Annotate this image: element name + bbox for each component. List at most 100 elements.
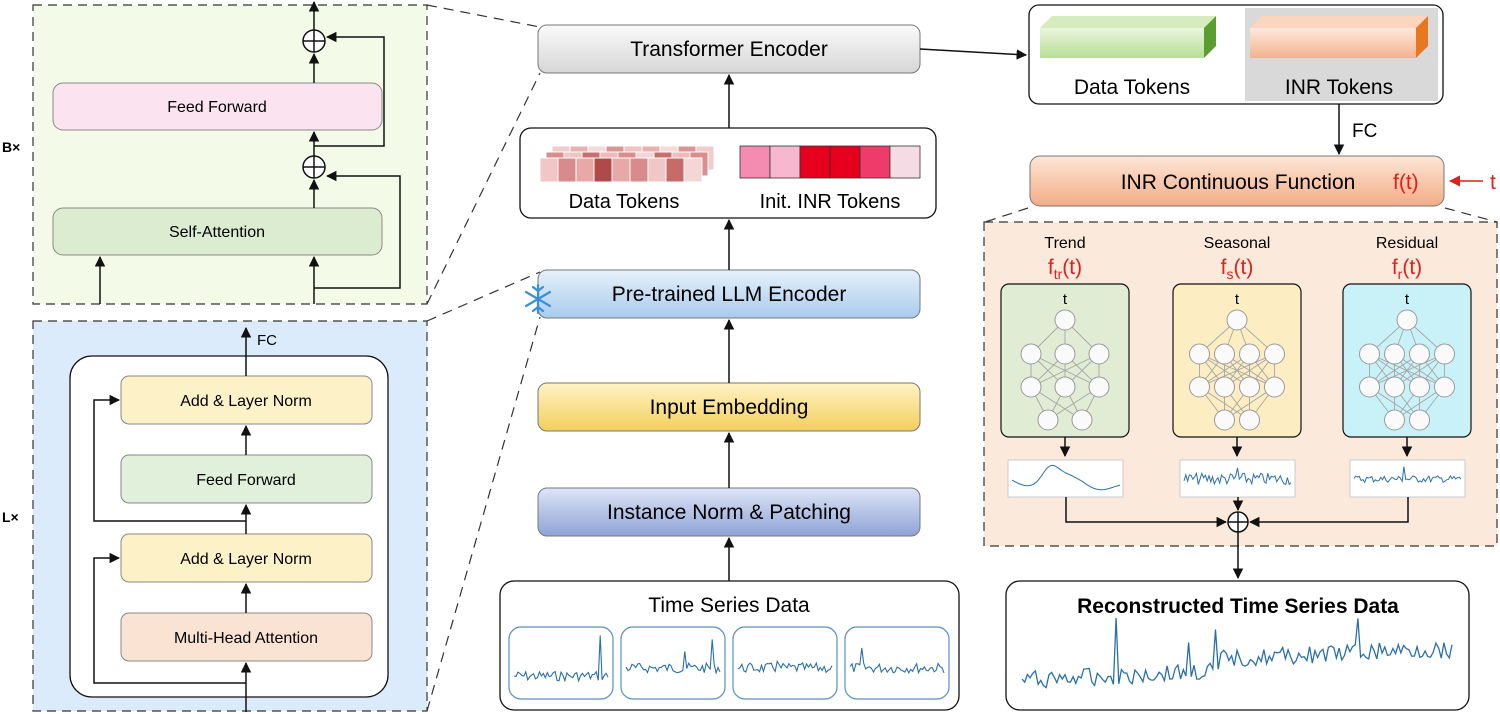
branch-function: ftr(t)	[1048, 256, 1082, 282]
init-inr-token-row	[739, 145, 921, 179]
reconstructed-series-line	[1021, 617, 1453, 689]
init-inr-tokens-label: Init. INR Tokens	[760, 191, 901, 213]
mlp-node	[1054, 309, 1076, 331]
mlp-node	[1264, 343, 1285, 365]
top-feed-forward-block	[52, 82, 383, 131]
mlp-input-t: t	[1405, 291, 1410, 308]
l-repeat-label: L×	[2, 509, 19, 525]
mlp-node	[1020, 376, 1042, 398]
instance-norm-label: Instance Norm & Patching	[607, 501, 851, 524]
mlp-node	[1020, 343, 1042, 365]
middle-data-tokens-label: Data Tokens	[569, 191, 680, 213]
mlp-node	[1396, 309, 1418, 331]
branch-title: Residual	[1376, 235, 1438, 252]
llm-layer-container	[69, 355, 389, 698]
mlp-edge	[1199, 353, 1275, 388]
mlp-node	[1214, 376, 1235, 398]
right-data-tokens-label: Data Tokens	[1074, 76, 1190, 99]
mlp-node	[1214, 409, 1235, 431]
branch-title: Seasonal	[1204, 235, 1271, 252]
component-plot	[1349, 459, 1466, 498]
top-panel-arrows	[94, 0, 401, 304]
self-attention-block	[52, 207, 383, 256]
mlp-node	[1189, 376, 1210, 398]
snowflake-icon	[524, 283, 552, 315]
mlp-edge	[1030, 353, 1100, 388]
add-circle-bottom	[302, 155, 326, 179]
mlp-node	[1434, 376, 1455, 398]
branch-trend: Trend ftr(t) t	[1000, 235, 1130, 498]
patch-series-line	[849, 647, 945, 675]
transformer-layer-panel: B× Feed Forward Self-Attention	[2, 0, 428, 305]
mlp-node	[1384, 343, 1405, 365]
bottom-panel-arrows	[93, 326, 252, 712]
inr-function-block	[1029, 155, 1445, 207]
data-token-stack	[539, 145, 715, 183]
sum-circle	[1227, 511, 1249, 533]
component-series-line	[1011, 464, 1121, 491]
patch-series-line	[513, 635, 609, 683]
mlp-node	[1359, 376, 1380, 398]
top-feed-forward-label: Feed Forward	[167, 99, 267, 116]
inr-tokens-bar	[1250, 16, 1428, 58]
f-of-t-label: f(t)	[1393, 171, 1419, 194]
patch-series-line	[625, 639, 721, 675]
branch-function: fs(t)	[1221, 256, 1254, 282]
mlp-node	[1264, 376, 1285, 398]
multi-head-attention-label: Multi-Head Attention	[174, 630, 318, 647]
mlp-node	[1037, 409, 1059, 431]
mlp-node	[1189, 343, 1210, 365]
mlp-node	[1384, 376, 1405, 398]
mlp-node	[1239, 376, 1260, 398]
data-tokens-bar	[1040, 16, 1216, 58]
time-series-patch	[508, 626, 614, 700]
branch-seasonal: Seasonal fs(t) t	[1172, 235, 1302, 498]
llm-layer-panel: L× FC Add & Layer Norm Feed Forward Add …	[2, 320, 428, 712]
mlp-node	[1359, 343, 1380, 365]
add-circle-top	[302, 29, 326, 53]
time-series-label: Time Series Data	[648, 594, 810, 617]
mlp-node	[1071, 409, 1093, 431]
mlp-node	[1088, 343, 1110, 365]
mlp-input-t: t	[1063, 291, 1068, 308]
mlp-node	[1239, 409, 1260, 431]
zoom-connectors	[426, 4, 1498, 712]
mlp-node	[1239, 343, 1260, 365]
mlp-node	[1409, 409, 1430, 431]
branch-title: Trend	[1044, 235, 1085, 252]
mlp-edge	[1369, 353, 1445, 388]
bottom-fc-label: FC	[257, 332, 277, 349]
add-norm-top-label: Add & Layer Norm	[180, 393, 312, 410]
inr-function-label: INR Continuous Function	[1121, 171, 1356, 194]
mlp-node	[1214, 343, 1235, 365]
right-pipeline: Data Tokens INR Tokens FC INR Continuous…	[983, 4, 1498, 711]
llm-encoder-label: Pre-trained LLM Encoder	[612, 283, 847, 306]
mlp-node	[1054, 376, 1076, 398]
reconstructed-label: Reconstructed Time Series Data	[1077, 595, 1399, 618]
mlp-node	[1054, 343, 1076, 365]
mlp-node	[1434, 343, 1455, 365]
mlp-node	[1226, 309, 1248, 331]
branch-function: fr(t)	[1392, 256, 1422, 282]
middle-arrows	[723, 48, 1028, 581]
input-embedding-label: Input Embedding	[650, 396, 809, 419]
decomposition-branches: Trend ftr(t) t Seasonal fs(t) t Residual fr(t) t	[1000, 235, 1472, 498]
middle-pipeline: Transformer Encoder Data Tokens Init. IN…	[499, 24, 1028, 711]
component-series-line	[1183, 467, 1292, 486]
mlp-node	[1409, 343, 1430, 365]
time-series-patches	[508, 626, 950, 700]
t-input-label: t	[1490, 171, 1496, 194]
mlp-node	[1088, 376, 1110, 398]
mlp-node	[1384, 409, 1405, 431]
b-repeat-label: B×	[2, 139, 20, 155]
add-norm-bottom-label: Add & Layer Norm	[180, 551, 312, 568]
mlp-node	[1409, 376, 1430, 398]
time-series-patch	[620, 626, 726, 700]
self-attention-label: Self-Attention	[169, 224, 265, 241]
right-inr-tokens-label: INR Tokens	[1285, 76, 1393, 99]
time-series-patch	[732, 626, 838, 700]
mlp-input-t: t	[1235, 291, 1240, 308]
branch-residual: Residual fr(t) t	[1342, 235, 1472, 498]
patch-series-line	[737, 659, 833, 674]
